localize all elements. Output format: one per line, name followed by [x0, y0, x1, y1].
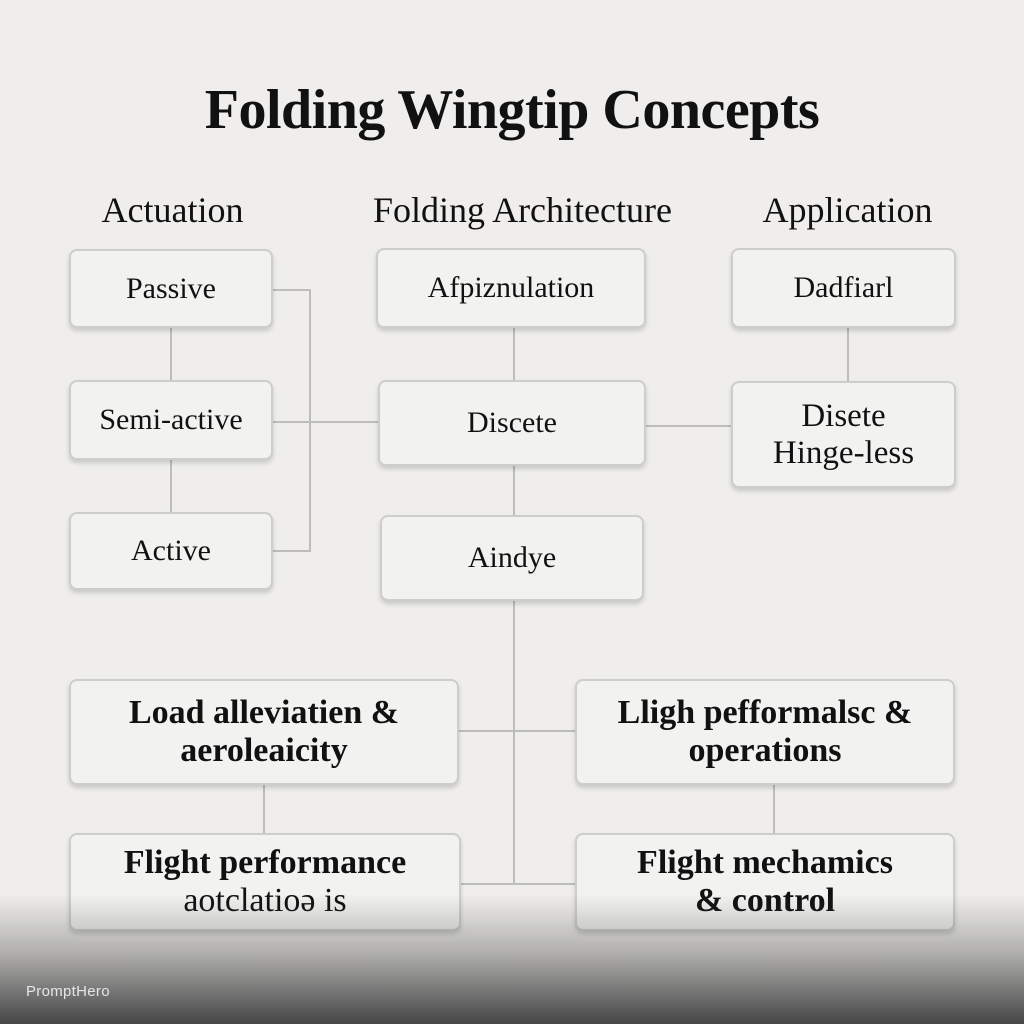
node-label-line-1: Flight mechamics — [637, 844, 893, 881]
node-application-2: Disete Hinge-less — [731, 381, 956, 488]
node-label: Dadfiarl — [793, 271, 894, 304]
node-passive: Passive — [69, 249, 273, 328]
node-label-line-1: Load alleviatien & — [128, 694, 400, 731]
node-active: Active — [69, 512, 273, 590]
node-label: Aindye — [467, 541, 557, 574]
node-aindye: Aindye — [380, 515, 644, 601]
node-label-line-2: operations — [688, 732, 842, 769]
column-heading-application: Application — [762, 190, 933, 230]
node-label: Afpiznulation — [427, 271, 595, 304]
node-high-performance-operations: Lligh pefformalsc & operations — [575, 679, 955, 785]
node-label: Passive — [126, 271, 216, 305]
node-label-line-2: Hinge-less — [772, 434, 915, 471]
node-application-1: Dadfiarl — [731, 248, 956, 328]
node-load-alleviation: Load alleviatien & aeroleaicity — [69, 679, 459, 785]
diagram-title: Folding Wingtip Concepts — [204, 79, 820, 141]
node-label-line-1: Disete — [801, 397, 886, 434]
column-heading-actuation: Actuation — [101, 190, 244, 230]
node-label: Discete — [467, 406, 557, 439]
node-discete: Discete — [378, 380, 646, 466]
node-label-line-2: & control — [694, 882, 836, 919]
node-label: Semi-active — [99, 403, 243, 436]
node-flight-performance: Flight performance aotclatioə is — [69, 833, 461, 931]
watermark: PromptHero — [26, 983, 110, 1000]
node-architecture-1: Afpiznulation — [376, 248, 646, 328]
node-label-line-1: Lligh pefformalsc & — [617, 694, 913, 731]
node-label-line-2: aeroleaicity — [180, 732, 348, 769]
column-heading-folding-architecture: Folding Architecture — [373, 190, 672, 230]
node-label-line-1: Flight performance — [123, 844, 407, 881]
connector-actuation-bracket — [273, 289, 311, 552]
node-flight-mechanics-control: Flight mechamics & control — [575, 833, 955, 931]
node-label-line-2: aotclatioə is — [183, 882, 347, 919]
node-label: Active — [131, 534, 211, 567]
node-semi-active: Semi-active — [69, 380, 273, 460]
